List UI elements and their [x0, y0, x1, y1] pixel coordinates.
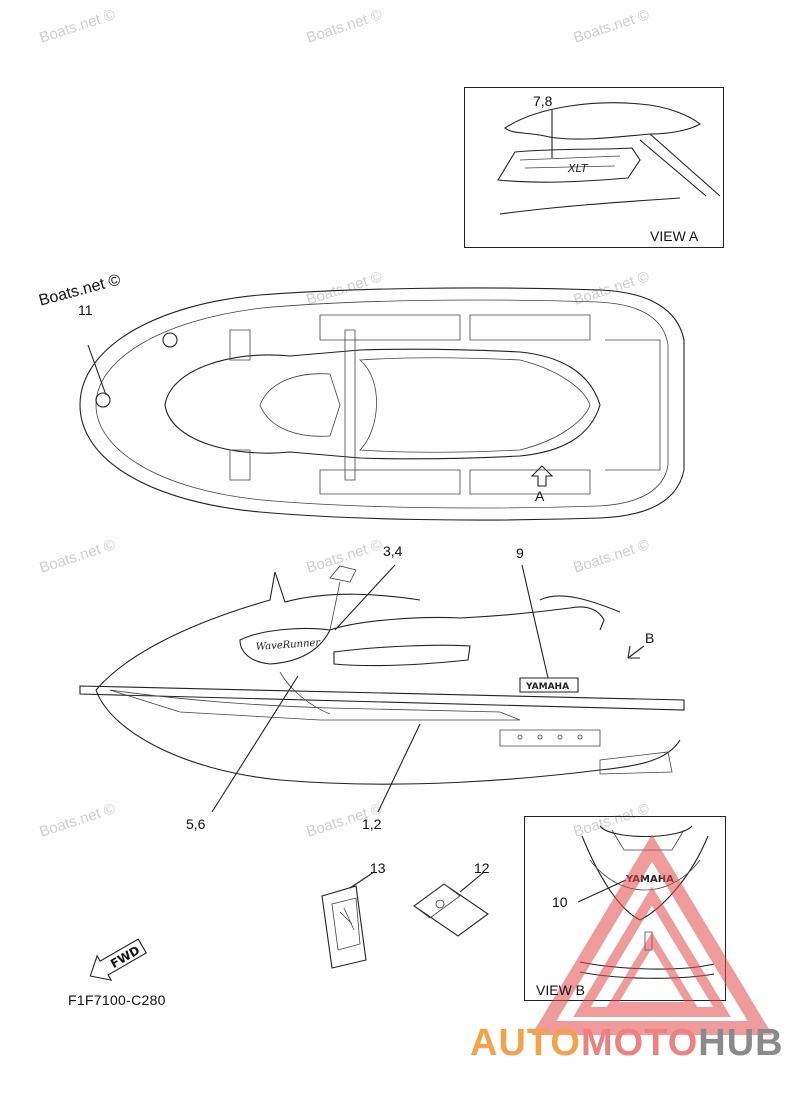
- part-12-bag: [413, 871, 489, 937]
- callout-a: A: [535, 488, 545, 504]
- view-b-box: [524, 816, 726, 1001]
- callout-9: 9: [516, 545, 524, 561]
- view-a-box: [464, 87, 724, 248]
- xlt-decal: XLT: [567, 162, 589, 175]
- waverunner-decal: WaveRunner: [255, 637, 321, 653]
- yamaha-decal-b: YAMAHA: [625, 874, 674, 885]
- callout-7-8: 7,8: [533, 93, 553, 109]
- leader-lines: [211, 564, 549, 813]
- yamaha-decal-side: YAMAHA: [525, 682, 569, 692]
- triangle-logo: [531, 834, 773, 1035]
- callout-5-6: 5,6: [186, 816, 206, 832]
- callout-1-2: 1,2: [362, 816, 382, 832]
- callout-12: 12: [474, 860, 490, 876]
- brand-part-moto: MOTO: [580, 1022, 699, 1064]
- top-view-hull: [79, 287, 685, 521]
- view-a-label: VIEW A: [650, 228, 699, 244]
- brand-part-auto: AUTO: [470, 1022, 581, 1064]
- side-view-hull: [79, 565, 685, 785]
- part-13-manual: [321, 871, 375, 969]
- view-b-label: VIEW B: [536, 982, 586, 998]
- callout-3-4: 3,4: [383, 543, 403, 559]
- callout-13: 13: [370, 860, 386, 876]
- diagram-code: F1F7100-C280: [68, 992, 166, 1008]
- brand-part-hub: HUB: [698, 1022, 784, 1064]
- view-a-artwork: XLT: [497, 102, 721, 215]
- fwd-arrow-icon: FWD: [89, 938, 148, 981]
- callout-b: B: [645, 630, 655, 646]
- callout-11: 11: [78, 302, 93, 318]
- callout-10: 10: [552, 894, 568, 910]
- fwd-label: FWD: [108, 943, 142, 971]
- automotohub-logo: AUTOMOTOHUB: [470, 1022, 784, 1065]
